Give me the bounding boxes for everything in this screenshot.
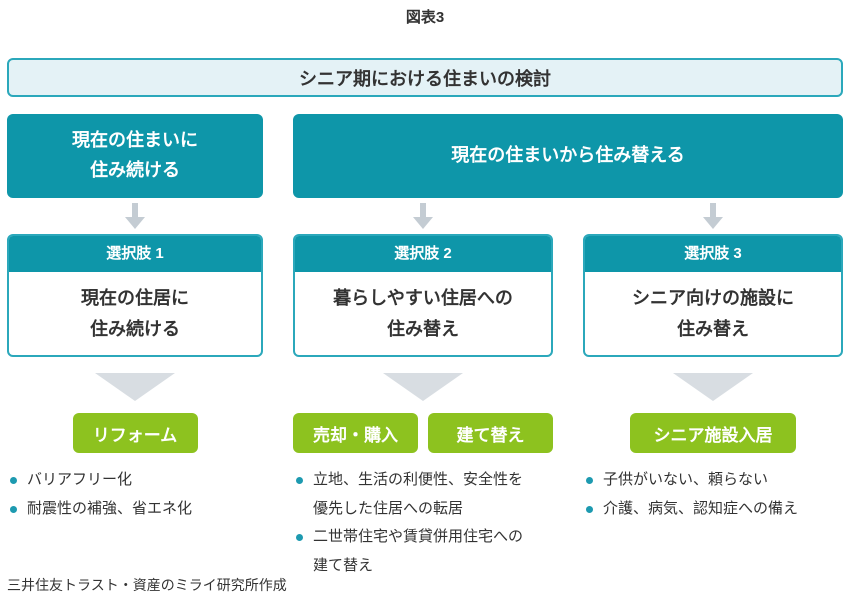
action-cell-3: シニア施設入居 — [583, 413, 843, 453]
list-item: 介護、病気、認知症への備え — [583, 495, 843, 524]
note-text: 立地、生活の利便性、安全性を優先した住居への転居 — [313, 471, 524, 517]
option-3-line1: シニア向けの施設に — [632, 287, 794, 308]
bullet-dot-icon — [586, 477, 593, 484]
option-2-header: 選択肢 2 — [295, 236, 551, 272]
branch-row: 現在の住まいに 住み続ける 現在の住まいから住み替える — [0, 114, 850, 198]
list-item: 子供がいない、頼らない — [583, 466, 843, 495]
note-text: 介護、病気、認知症への備え — [603, 499, 799, 517]
option-card-1: 選択肢 1 現在の住居に 住み続ける — [7, 234, 263, 357]
arrow-row — [0, 203, 850, 230]
root-topic-label: シニア期における住まいの検討 — [299, 68, 551, 89]
bullet-dot-icon — [10, 477, 17, 484]
note-text: 耐震性の補強、省エネ化 — [27, 499, 193, 517]
action-tag-rebuild: 建て替え — [428, 413, 553, 453]
branch-move-label: 現在の住まいから住み替える — [451, 145, 685, 166]
triangle-down-icon — [95, 373, 175, 401]
action-tag-reform: リフォーム — [72, 413, 198, 453]
triangle-down-icon — [673, 373, 753, 401]
option-card-2: 選択肢 2 暮らしやすい住居への 住み替え — [293, 234, 553, 357]
option-1-line2: 住み続ける — [90, 318, 180, 339]
triangle-down-icon — [383, 373, 463, 401]
action-row: リフォーム 売却・購入 建て替え シニア施設入居 — [0, 413, 850, 453]
notes-col-1: バリアフリー化 耐震性の補強、省エネ化 — [7, 466, 263, 580]
down-arrow-icon — [125, 203, 145, 229]
action-tag-sell-purchase: 売却・購入 — [293, 413, 418, 453]
note-text: バリアフリー化 — [27, 471, 133, 488]
option-2-line1: 暮らしやすい住居への — [333, 287, 513, 308]
option-1-header: 選択肢 1 — [9, 236, 261, 272]
option-2-line2: 住み替え — [387, 318, 459, 339]
figure-title: 図表3 — [405, 9, 445, 26]
triangle-cell-3 — [583, 373, 843, 401]
branch-stay-line2: 住み続ける — [90, 160, 180, 180]
arrow-cell-1 — [7, 203, 263, 230]
note-text: 子供がいない、頼らない — [603, 471, 769, 488]
note-text: 二世帯住宅や賃貸併用住宅への建て替え — [313, 528, 524, 574]
bullet-dot-icon — [586, 505, 593, 513]
notes-col-2: 立地、生活の利便性、安全性を優先した住居への転居 二世帯住宅や賃貸併用住宅への建… — [293, 466, 553, 580]
bullet-dot-icon — [296, 534, 303, 541]
notes-col-3: 子供がいない、頼らない 介護、病気、認知症への備え — [583, 466, 843, 580]
options-row: 選択肢 1 現在の住居に 住み続ける 選択肢 2 暮らしやすい住居への 住み替え… — [0, 234, 850, 357]
action-tag-senior-facility: シニア施設入居 — [630, 413, 796, 453]
action-cell-2: 売却・購入 建て替え — [293, 413, 553, 453]
root-topic-box: シニア期における住まいの検討 — [7, 58, 843, 97]
down-arrow-icon — [413, 203, 433, 229]
option-3-line2: 住み替え — [677, 318, 749, 339]
list-item: 耐震性の補強、省エネ化 — [7, 495, 263, 524]
option-3-body: シニア向けの施設に 住み替え — [585, 272, 841, 355]
list-item: 立地、生活の利便性、安全性を優先した住居への転居 — [293, 466, 553, 523]
triangle-cell-1 — [7, 373, 263, 401]
option-3-header: 選択肢 3 — [585, 236, 841, 272]
notes-row: バリアフリー化 耐震性の補強、省エネ化 立地、生活の利便性、安全性を優先した住居… — [0, 466, 850, 580]
triangle-row — [0, 373, 850, 401]
option-1-line1: 現在の住居に — [81, 287, 189, 308]
bullet-dot-icon — [296, 477, 303, 484]
action-cell-1: リフォーム — [7, 413, 263, 453]
arrow-cell-2 — [293, 203, 553, 230]
list-item: 二世帯住宅や賃貸併用住宅への建て替え — [293, 523, 553, 580]
down-arrow-icon — [703, 203, 723, 229]
triangle-cell-2 — [293, 373, 553, 401]
branch-stay-box: 現在の住まいに 住み続ける — [7, 114, 263, 198]
branch-move-box: 現在の住まいから住み替える — [293, 114, 843, 198]
bullet-dot-icon — [10, 505, 17, 513]
option-card-3: 選択肢 3 シニア向けの施設に 住み替え — [583, 234, 843, 357]
option-2-body: 暮らしやすい住居への 住み替え — [295, 272, 551, 355]
option-1-body: 現在の住居に 住み続ける — [9, 272, 261, 355]
branch-stay-line1: 現在の住まいに — [72, 130, 198, 151]
list-item: バリアフリー化 — [7, 466, 263, 495]
arrow-cell-3 — [583, 203, 843, 230]
source-note: 三井住友トラスト・資産のミライ研究所作成 — [7, 577, 287, 593]
